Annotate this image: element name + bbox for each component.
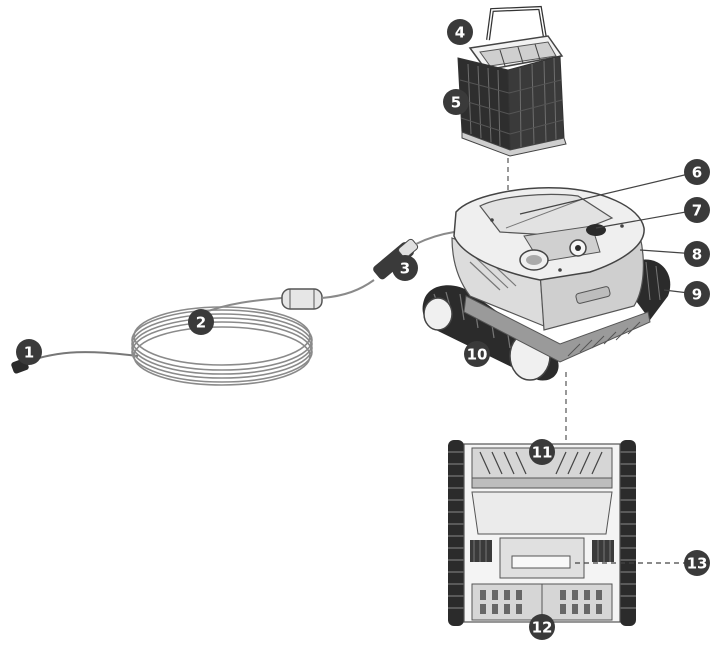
svg-text:4: 4 — [455, 24, 465, 42]
svg-text:7: 7 — [692, 202, 702, 220]
svg-text:8: 8 — [692, 246, 702, 264]
callout-11: 11 — [529, 439, 555, 465]
floating-cable — [11, 228, 499, 386]
callout-12: 12 — [529, 614, 555, 640]
svg-text:1: 1 — [24, 344, 34, 362]
callout-10: 10 — [464, 341, 490, 367]
callout-5: 5 — [443, 89, 469, 115]
svg-text:10: 10 — [467, 346, 488, 364]
callout-2: 2 — [188, 309, 214, 335]
callout-4: 4 — [447, 19, 473, 45]
callout-9: 9 — [684, 281, 710, 307]
callout-7: 7 — [684, 197, 710, 223]
svg-text:2: 2 — [196, 314, 206, 332]
callout-13: 13 — [684, 550, 710, 576]
callout-3: 3 — [392, 255, 418, 281]
callout-1: 1 — [16, 339, 42, 365]
svg-text:11: 11 — [532, 444, 553, 462]
robot-bottom-view — [448, 440, 636, 626]
svg-text:13: 13 — [687, 555, 708, 573]
svg-text:12: 12 — [532, 619, 553, 637]
svg-text:5: 5 — [451, 94, 461, 112]
callout-6: 6 — [684, 159, 710, 185]
callout-8: 8 — [684, 241, 710, 267]
svg-text:9: 9 — [692, 286, 702, 304]
filter-basket — [457, 5, 567, 157]
svg-text:3: 3 — [400, 260, 410, 278]
svg-text:6: 6 — [692, 164, 702, 182]
robot-body — [422, 186, 671, 381]
